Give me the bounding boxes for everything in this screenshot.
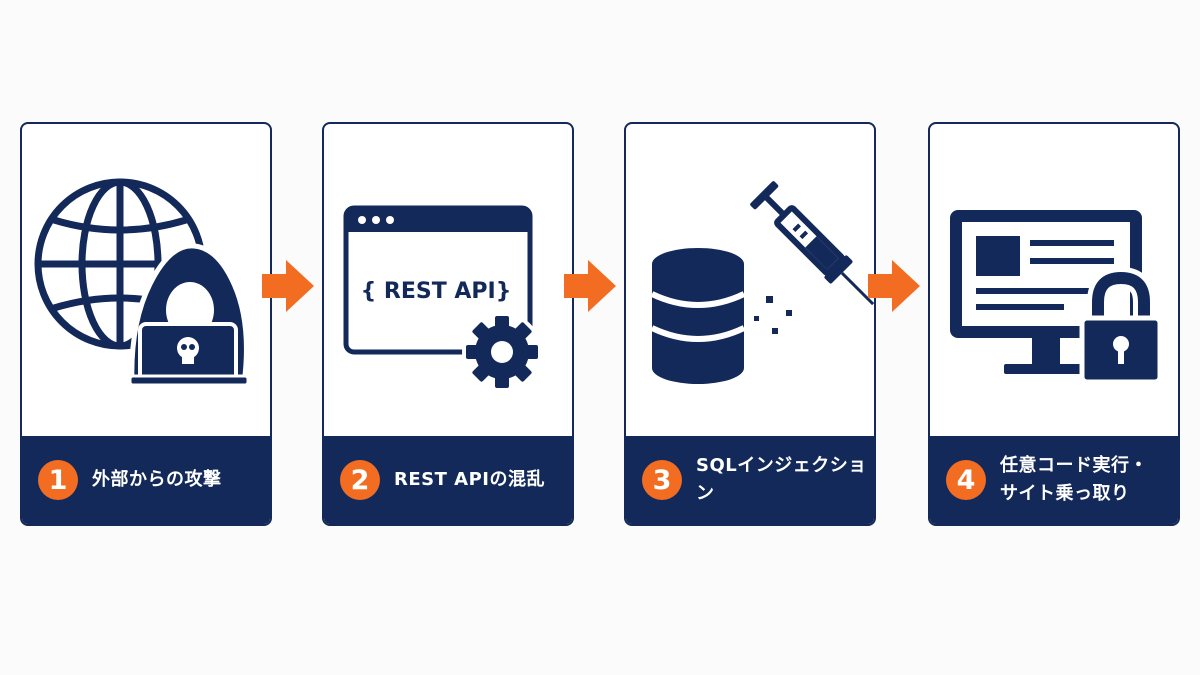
lock-icon (1079, 266, 1163, 385)
arrow-right-icon (868, 260, 920, 312)
step-number-badge: 1 (38, 460, 78, 500)
step-footer: 2 REST APIの混乱 (324, 436, 572, 524)
step-footer: 1 外部からの攻撃 (22, 436, 270, 524)
step-card-2: { REST API} 2 REST APIの混乱 (322, 122, 574, 526)
step-card-1: 1 外部からの攻撃 (20, 122, 272, 526)
arrow-right-icon (262, 260, 314, 312)
step-number-badge: 2 (340, 460, 380, 500)
step-label-line-1: 任意コード実行・ (1000, 455, 1148, 476)
step-label: 外部からの攻撃 (92, 469, 222, 490)
syringe-icon (750, 181, 874, 306)
database-syringe-icon (650, 181, 874, 384)
step-number-badge: 3 (642, 460, 682, 500)
step-label: SQLインジェクション (696, 455, 867, 504)
arrow-right-icon (564, 260, 616, 312)
monitor-lock-icon (950, 210, 1163, 385)
step-card-4: 4 任意コード実行・ サイト乗っ取り (928, 122, 1180, 526)
gear-icon (462, 312, 542, 392)
step-label: 任意コード実行・ サイト乗っ取り (1000, 452, 1148, 508)
step-footer: 3 SQLインジェクション (626, 436, 874, 524)
hacker-globe-icon (34, 178, 250, 387)
step-label: REST APIの混乱 (394, 469, 545, 490)
rest-api-window-icon: { REST API} (343, 205, 542, 392)
step-card-3: 3 SQLインジェクション (624, 122, 876, 526)
rest-api-window-text: { REST API} (361, 279, 512, 304)
step-number-badge: 4 (946, 460, 986, 500)
step-footer: 4 任意コード実行・ サイト乗っ取り (930, 436, 1178, 524)
step-label-line-2: サイト乗っ取り (1000, 483, 1130, 504)
database-icon (650, 248, 746, 384)
